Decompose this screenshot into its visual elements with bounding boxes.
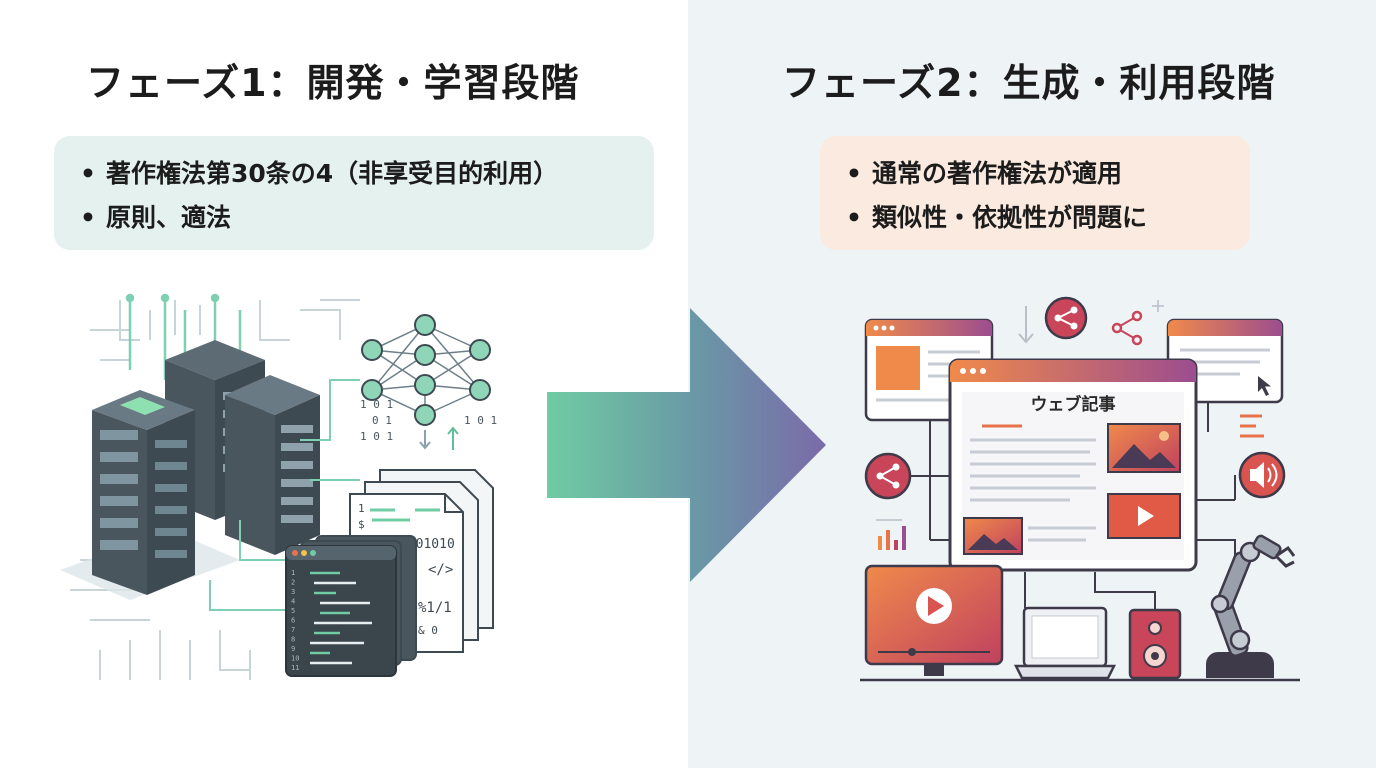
doc-text: </>: [428, 562, 453, 578]
binary-line: 1 0 1: [360, 398, 393, 411]
code-line-number: 9: [291, 645, 295, 653]
code-line-number: 10: [291, 655, 299, 663]
phase1-bullet-list: • 著作権法第30条の4（非享受目的利用） • 原則、適法: [54, 136, 654, 240]
bullet-text: 通常の著作権法が適用: [872, 159, 1123, 188]
doc-text: 1: [358, 502, 365, 515]
binary-line: 1 0 1: [464, 414, 497, 427]
list-item: • 原則、適法: [80, 196, 654, 240]
code-line-number: 4: [291, 598, 295, 606]
speaker-box-icon: [1128, 608, 1182, 680]
server-rack-icon: [225, 375, 320, 555]
doc-text: %1/1: [418, 600, 452, 616]
connector-lines: [910, 402, 1236, 612]
list-item: • 著作権法第30条の4（非享受目的利用）: [80, 152, 654, 196]
web-article-window: ウェブ記事: [948, 358, 1198, 572]
arrow-down-icon: [419, 430, 431, 450]
code-line-number: 8: [291, 636, 295, 644]
bullet-text: 類似性・依拠性が問題に: [872, 203, 1148, 232]
phase2-title: フェーズ2：生成・利用段階: [782, 61, 1276, 105]
code-line-number: 2: [291, 579, 295, 587]
transition-arrow: [547, 308, 826, 582]
code-line-number: 11: [291, 664, 299, 672]
bullet-dot-icon: •: [846, 203, 862, 232]
neural-network-icon: [361, 314, 491, 426]
bullet-dot-icon: •: [80, 159, 96, 188]
speaker-icon: [1238, 451, 1286, 499]
robot-arm-icon: [1206, 534, 1296, 678]
code-line-number: 7: [291, 626, 295, 634]
phase2-illustration: ウェブ記事: [860, 296, 1300, 682]
play-icon: [1107, 493, 1181, 539]
phase1-title: フェーズ1：開発・学習段階: [86, 61, 580, 105]
article-title: ウェブ記事: [1031, 394, 1116, 415]
doc-text: & 0: [418, 624, 438, 637]
list-item: • 通常の著作権法が適用: [846, 152, 1250, 196]
phase2-notes-box: • 通常の著作権法が適用 • 類似性・依拠性が問題に: [820, 136, 1250, 250]
arrow-up-icon: [447, 426, 459, 450]
phase1-illustration: 1 0 1 0 1 1 0 1 1 0 1 1 $ 4 1101010 </> …: [60, 293, 497, 680]
image-icon: [1107, 423, 1181, 473]
share-icon: [864, 452, 912, 500]
server-rack-icon: [92, 390, 195, 595]
binary-stream: 1 0 1 0 1 1 0 1 1 0 1: [360, 398, 497, 443]
laptop-icon: [1013, 606, 1117, 680]
bullet-dot-icon: •: [80, 203, 96, 232]
share-icon: [1111, 310, 1143, 346]
share-icon: [1044, 296, 1088, 340]
bar-chart-icon: [876, 519, 906, 550]
code-line-number: 1: [291, 569, 295, 577]
code-line-number: 3: [291, 588, 295, 596]
plus-icon: [1152, 300, 1164, 312]
list-item: • 類似性・依拠性が問題に: [846, 196, 1250, 240]
cursor-icon: [1258, 376, 1271, 396]
bullet-text: 原則、適法: [106, 203, 232, 232]
video-monitor-icon: [864, 564, 1004, 676]
bullet-dot-icon: •: [846, 159, 862, 188]
data-connectors: [209, 379, 360, 611]
phase1-notes-box: • 著作権法第30条の4（非享受目的利用） • 原則、適法: [54, 136, 654, 250]
down-arrow-icon: [1018, 306, 1034, 344]
bullet-text: 著作権法第30条の4（非享受目的利用）: [106, 159, 559, 188]
image-icon: [963, 517, 1023, 555]
phase2-bullet-list: • 通常の著作権法が適用 • 類似性・依拠性が問題に: [820, 136, 1250, 240]
code-line-number: 6: [291, 617, 295, 625]
doc-text: $: [358, 518, 365, 531]
binary-line: 0 1: [372, 414, 392, 427]
code-line-number: 5: [291, 607, 295, 615]
binary-line: 1 0 1: [360, 430, 393, 443]
